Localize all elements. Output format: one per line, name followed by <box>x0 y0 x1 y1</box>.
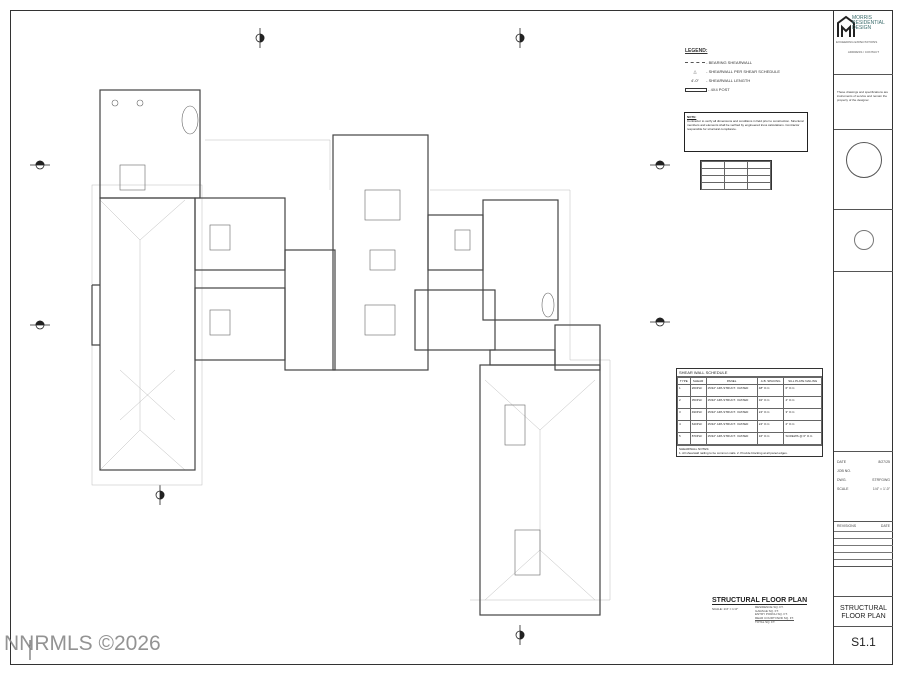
schedule-cell: 2 <box>677 396 691 409</box>
schedule-cell: 15/32" APA STRUCT. I RATED <box>705 384 758 397</box>
schedule-cell: 24" O.C. <box>756 408 785 421</box>
engineer-stamp-icon <box>846 142 882 178</box>
legend-item: △ - SHEARWALL PER SHEAR SCHEDULE <box>685 67 825 76</box>
legend-item: - BEARING SHEARWALL <box>685 58 825 67</box>
legend-title: LEGEND: <box>685 48 708 54</box>
schedule-cell: 4" O.C. <box>783 396 822 409</box>
schedule-cell: 6" O.C. <box>783 384 822 397</box>
watermark: NNRMLS ©2026 <box>4 632 161 655</box>
schedule-cell: 15/32" APA STRUCT. I RATED <box>705 420 758 433</box>
schedule-cell: 5 <box>677 432 691 445</box>
schedule-cell: 16" O.C. <box>756 432 785 445</box>
schedule-cell: 640PLF <box>689 420 707 433</box>
legend: LEGEND: - BEARING SHEARWALL △ - SHEARWAL… <box>685 48 825 94</box>
dashed-line-icon <box>685 62 705 64</box>
section-marker-icon <box>30 320 50 330</box>
walls <box>91 89 601 616</box>
schedule-header: TYPE SHEAR PANEL A.B. SPACING SILL PLATE… <box>677 377 822 385</box>
schedule-cell: 870PLF <box>689 432 707 445</box>
firm-logo-cell: MORRIS RESIDENTIAL DESIGN EXCEEDING EXPE… <box>834 10 893 75</box>
seal-icon <box>854 230 874 250</box>
bedroom-1 <box>194 197 286 271</box>
area-table: RESIDENCE SQ. FT. GARAGE SQ. FT. ENTRY P… <box>755 605 794 625</box>
schedule-cell: 15/32" APA STRUCT. I RATED <box>705 408 758 421</box>
legend-item: - 4X4 POST <box>685 85 825 94</box>
hall <box>284 249 336 371</box>
porch <box>554 324 601 371</box>
schedule-cell: 3" O.C. <box>783 408 822 421</box>
schedule-cell: SCREWS @ 6" O.C. <box>783 432 822 445</box>
schedule-cell: 3 <box>677 408 691 421</box>
section-marker-icon <box>650 317 670 327</box>
office <box>427 214 484 271</box>
section-marker-icon <box>255 28 265 48</box>
schedule-cell: 350PLF <box>689 396 707 409</box>
firm-logo-icon <box>837 15 855 37</box>
section-markers <box>29 28 670 660</box>
schedule-cell: 490PLF <box>689 408 707 421</box>
beam-icon <box>685 87 707 92</box>
bedroom-3 <box>482 199 559 321</box>
title-block: MORRIS RESIDENTIAL DESIGN EXCEEDING EXPE… <box>833 10 893 665</box>
legend-item: 4'-0" - SHEARWALL LENGTH <box>685 76 825 85</box>
section-marker-icon <box>650 160 670 170</box>
plan-scale: SCALE: 1/4" = 1'-0" <box>712 607 739 611</box>
section-marker-icon <box>30 160 50 170</box>
dimension-icon: 4'-0" <box>691 78 699 83</box>
section-marker-icon <box>155 485 165 505</box>
section-marker-icon <box>515 625 525 645</box>
section-marker-icon <box>515 28 525 48</box>
schedule-cell: 15/32" APA STRUCT. I RATED <box>705 432 758 445</box>
schedule-cell: 2" O.C. <box>783 420 822 433</box>
schedule-cell: 48" O.C. <box>756 384 785 397</box>
stamp-cell <box>834 130 893 210</box>
note-box: NOTE: Contractor to verify all dimension… <box>684 112 808 152</box>
plan-title: STRUCTURAL FLOOR PLAN <box>712 597 808 605</box>
schedule-cell: 15/32" APA STRUCT. I RATED <box>705 396 758 409</box>
drawing-border <box>10 10 893 665</box>
schedule-cell: 32" O.C. <box>756 396 785 409</box>
schedule-cell: 260PLF <box>689 384 707 397</box>
car-icon <box>504 404 526 446</box>
bedroom-2 <box>194 287 286 361</box>
roof-outline <box>91 139 611 601</box>
schedule-cell: 4 <box>677 420 691 433</box>
schedule-cell: 24" O.C. <box>756 420 785 433</box>
left-wing <box>99 197 196 471</box>
bath <box>414 289 496 351</box>
floor-plan <box>29 28 670 660</box>
disclaimer-text: These drawings and specifications are in… <box>837 90 889 102</box>
car-icon <box>514 529 541 576</box>
triangle-icon: △ <box>693 69 697 74</box>
shear-wall-schedule: SHEAR WALL SCHEDULE TYPE SHEAR PANEL A.B… <box>676 368 823 457</box>
fixtures <box>111 99 555 576</box>
small-table <box>700 160 772 190</box>
sheet-number: S1.1 <box>851 635 876 649</box>
schedule-cell: 1 <box>677 384 691 397</box>
sheet-title: STRUCTURAL FLOOR PLAN <box>839 605 888 620</box>
